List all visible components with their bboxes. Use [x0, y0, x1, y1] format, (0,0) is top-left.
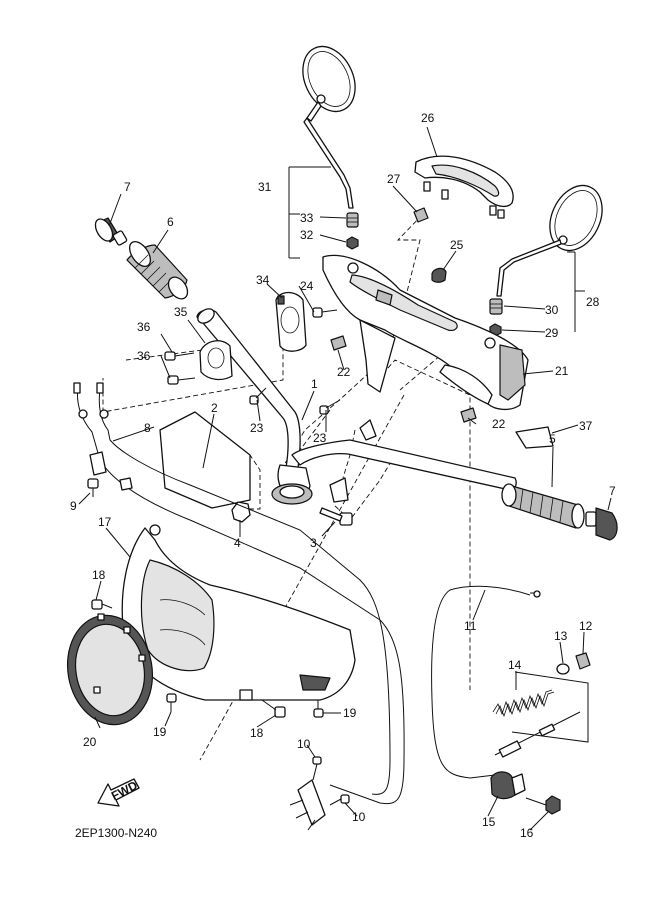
plate-37: [515, 426, 554, 449]
label-21: 21: [555, 364, 569, 378]
label-8: 8: [144, 421, 151, 435]
label-27: 27: [387, 172, 401, 186]
headlight-rim: [66, 613, 154, 726]
mirror-right: [489, 184, 603, 337]
part-labels: 7 6 26 27 25 31 33 32 28 30 29 34 24 35 …: [70, 111, 616, 840]
screw-19b: [313, 700, 324, 718]
label-29: 29: [545, 326, 559, 340]
clip-27: [413, 207, 429, 223]
bolt-9: [87, 478, 99, 497]
bolt-16: [525, 795, 561, 815]
grommet-25: [431, 267, 447, 283]
label-28: 28: [586, 295, 600, 309]
grip-right: [501, 483, 618, 541]
diagram-code: 2EP1300-N240: [75, 826, 157, 840]
label-23-right: 23: [313, 431, 327, 445]
label-11: 11: [464, 619, 477, 633]
label-31: 31: [258, 180, 272, 194]
label-12: 12: [579, 619, 593, 633]
label-18-right: 18: [250, 726, 264, 740]
screw-18b: [261, 699, 286, 718]
label-22-left: 22: [337, 365, 351, 379]
label-19-right: 19: [343, 706, 357, 720]
label-23-left: 23: [250, 421, 264, 435]
label-4: 4: [234, 536, 241, 550]
screw-19a: [166, 693, 177, 712]
bolt-3: [319, 507, 353, 526]
label-19-left: 19: [153, 725, 167, 739]
label-5: 5: [549, 432, 556, 446]
nut-22a: [330, 335, 347, 351]
label-6: 6: [167, 215, 174, 229]
screw-23a: [249, 387, 267, 405]
label-33: 33: [300, 211, 314, 225]
label-36-upper: 36: [137, 320, 151, 334]
mirror-left: [302, 45, 359, 250]
handlebar: [196, 308, 517, 505]
nut-22b: [460, 407, 477, 423]
screw-36b: [167, 375, 196, 385]
screw-24: [312, 307, 338, 318]
holder-15: [490, 771, 526, 800]
label-7-left: 7: [124, 180, 131, 194]
handlebar-cover-upper: [322, 254, 529, 411]
adjuster-13: [556, 663, 570, 675]
label-22-right: 22: [492, 417, 506, 431]
label-26: 26: [421, 111, 435, 125]
spring-14: [492, 689, 555, 718]
label-9: 9: [70, 499, 77, 513]
cable-end-14: [494, 711, 581, 758]
front-cover: [121, 524, 356, 701]
screw-23b: [319, 399, 341, 415]
label-1: 1: [311, 377, 318, 391]
cable-bracket-10: [289, 756, 350, 831]
label-10-lower: 10: [352, 810, 366, 824]
label-32: 32: [300, 228, 314, 242]
fwd-arrow: FWD: [97, 778, 140, 807]
label-10-upper: 10: [297, 737, 311, 751]
label-35: 35: [174, 305, 188, 319]
label-14: 14: [508, 658, 522, 672]
label-18-left: 18: [92, 568, 106, 582]
leader-lines: [78, 126, 612, 831]
label-2: 2: [211, 401, 218, 415]
meter-cover: [414, 155, 514, 219]
label-36-lower: 36: [137, 349, 151, 363]
adjuster-nut-12: [575, 652, 591, 670]
washer-4: [231, 501, 251, 523]
label-16: 16: [520, 826, 534, 840]
label-15: 15: [482, 815, 496, 829]
brake-cable-8: [73, 382, 405, 805]
screw-36a: [164, 351, 195, 361]
label-20: 20: [83, 735, 97, 749]
holder-34: [275, 291, 307, 352]
label-34: 34: [256, 273, 270, 287]
label-30: 30: [545, 303, 559, 317]
label-24: 24: [300, 279, 314, 293]
label-37: 37: [579, 419, 593, 433]
holder-35: [199, 340, 233, 381]
label-13: 13: [554, 629, 568, 643]
box-13-14: [511, 671, 589, 743]
label-7-right: 7: [609, 484, 616, 498]
grip-left: [94, 217, 189, 300]
throttle-cable-11: [431, 585, 541, 779]
label-17: 17: [98, 515, 112, 529]
label-25: 25: [450, 238, 464, 252]
label-3: 3: [310, 536, 317, 550]
screw-18a: [91, 599, 113, 610]
